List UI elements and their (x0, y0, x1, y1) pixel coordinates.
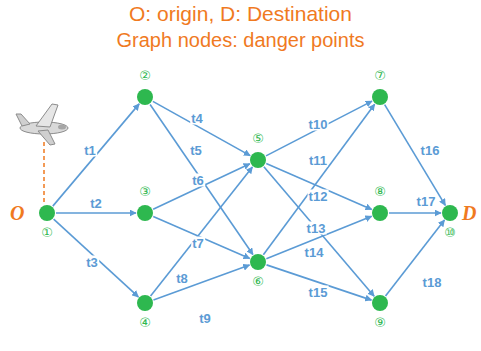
edge-label: t12 (308, 190, 329, 203)
edge-arrow (266, 216, 371, 258)
danger-point: ③ (137, 205, 153, 221)
edge-arrow (263, 104, 374, 255)
subtitle: Graph nodes: danger points (0, 30, 481, 50)
edge-arrow (53, 104, 139, 206)
edge-label: t13 (306, 222, 327, 235)
edge-arrow (56, 212, 136, 214)
title: O: origin, D: Destination (0, 3, 481, 24)
drop-line (43, 142, 45, 202)
airplane-wing (36, 104, 58, 127)
node-number: ④ (139, 316, 151, 329)
danger-point: ⑩ (442, 205, 458, 221)
danger-point: ① (39, 205, 55, 221)
danger-point: ⑤ (250, 152, 266, 168)
edge-label: t16 (420, 144, 441, 157)
airplane-cockpit (58, 125, 66, 130)
edge-arrow (54, 219, 139, 297)
edge-label: t9 (198, 312, 212, 325)
edge-arrow (153, 217, 249, 259)
edge-arrow (151, 167, 253, 296)
danger-point: ④ (137, 295, 153, 311)
edge-label: t14 (304, 246, 325, 259)
node-number: ② (139, 69, 151, 82)
airplane-tail (16, 114, 30, 126)
edge-label: t15 (308, 286, 329, 299)
edge-label: t7 (191, 237, 205, 250)
edge-arrow (385, 105, 446, 206)
edge-label: t4 (190, 112, 204, 125)
node-number: ⑩ (444, 226, 456, 239)
danger-point: ② (137, 89, 153, 105)
airplane-illustration (16, 104, 68, 202)
node-number: ① (41, 226, 53, 239)
node-number: ⑥ (252, 275, 264, 288)
edge-arrow (389, 212, 441, 214)
edge-label: t10 (308, 118, 329, 131)
edge-label: t11 (308, 154, 328, 167)
danger-point: ⑥ (250, 254, 266, 270)
danger-point: ⑨ (372, 295, 388, 311)
edge-label: t2 (89, 197, 103, 210)
node-number: ⑨ (374, 316, 386, 329)
edge-label: t17 (416, 195, 437, 208)
edge-arrow (266, 164, 371, 210)
airplane-wing (38, 130, 55, 145)
node-number: ③ (139, 185, 151, 198)
node-number: ⑧ (374, 185, 386, 198)
edge-label: t8 (175, 272, 189, 285)
edge-label: t5 (189, 144, 203, 157)
edge-label: t18 (422, 276, 443, 289)
edge-arrow (267, 265, 372, 300)
danger-point: ⑧ (372, 205, 388, 221)
edge-arrow (386, 220, 445, 296)
edge-label: t3 (85, 256, 99, 269)
danger-point: ⑦ (372, 89, 388, 105)
node-number: ⑤ (252, 132, 264, 145)
node-number: ⑦ (374, 69, 386, 82)
destination-label: D (462, 203, 476, 223)
edge-arrow (153, 265, 249, 300)
edge-label: t1 (83, 144, 97, 157)
edge-arrow (153, 164, 250, 209)
origin-label: O (10, 203, 24, 223)
edge-label: t6 (191, 174, 205, 187)
